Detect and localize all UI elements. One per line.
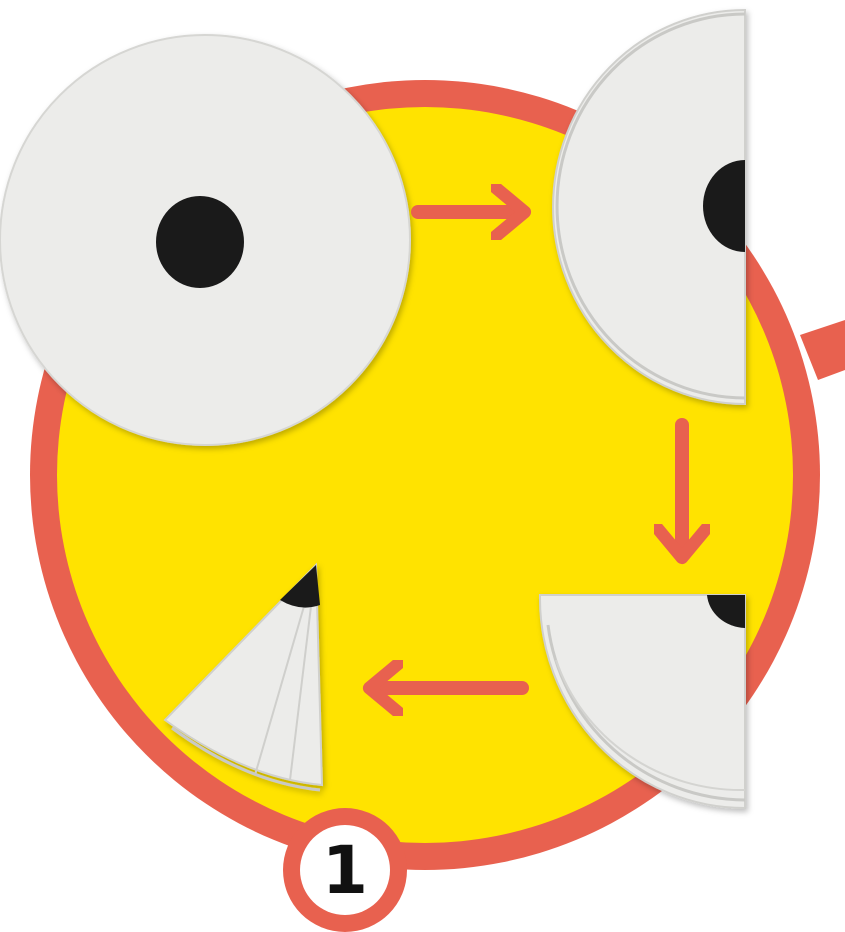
ring-side-tab bbox=[800, 320, 845, 380]
ink-dot-full bbox=[156, 196, 244, 288]
step-number: 1 bbox=[322, 832, 368, 909]
step-number-badge: 1 bbox=[283, 808, 407, 932]
